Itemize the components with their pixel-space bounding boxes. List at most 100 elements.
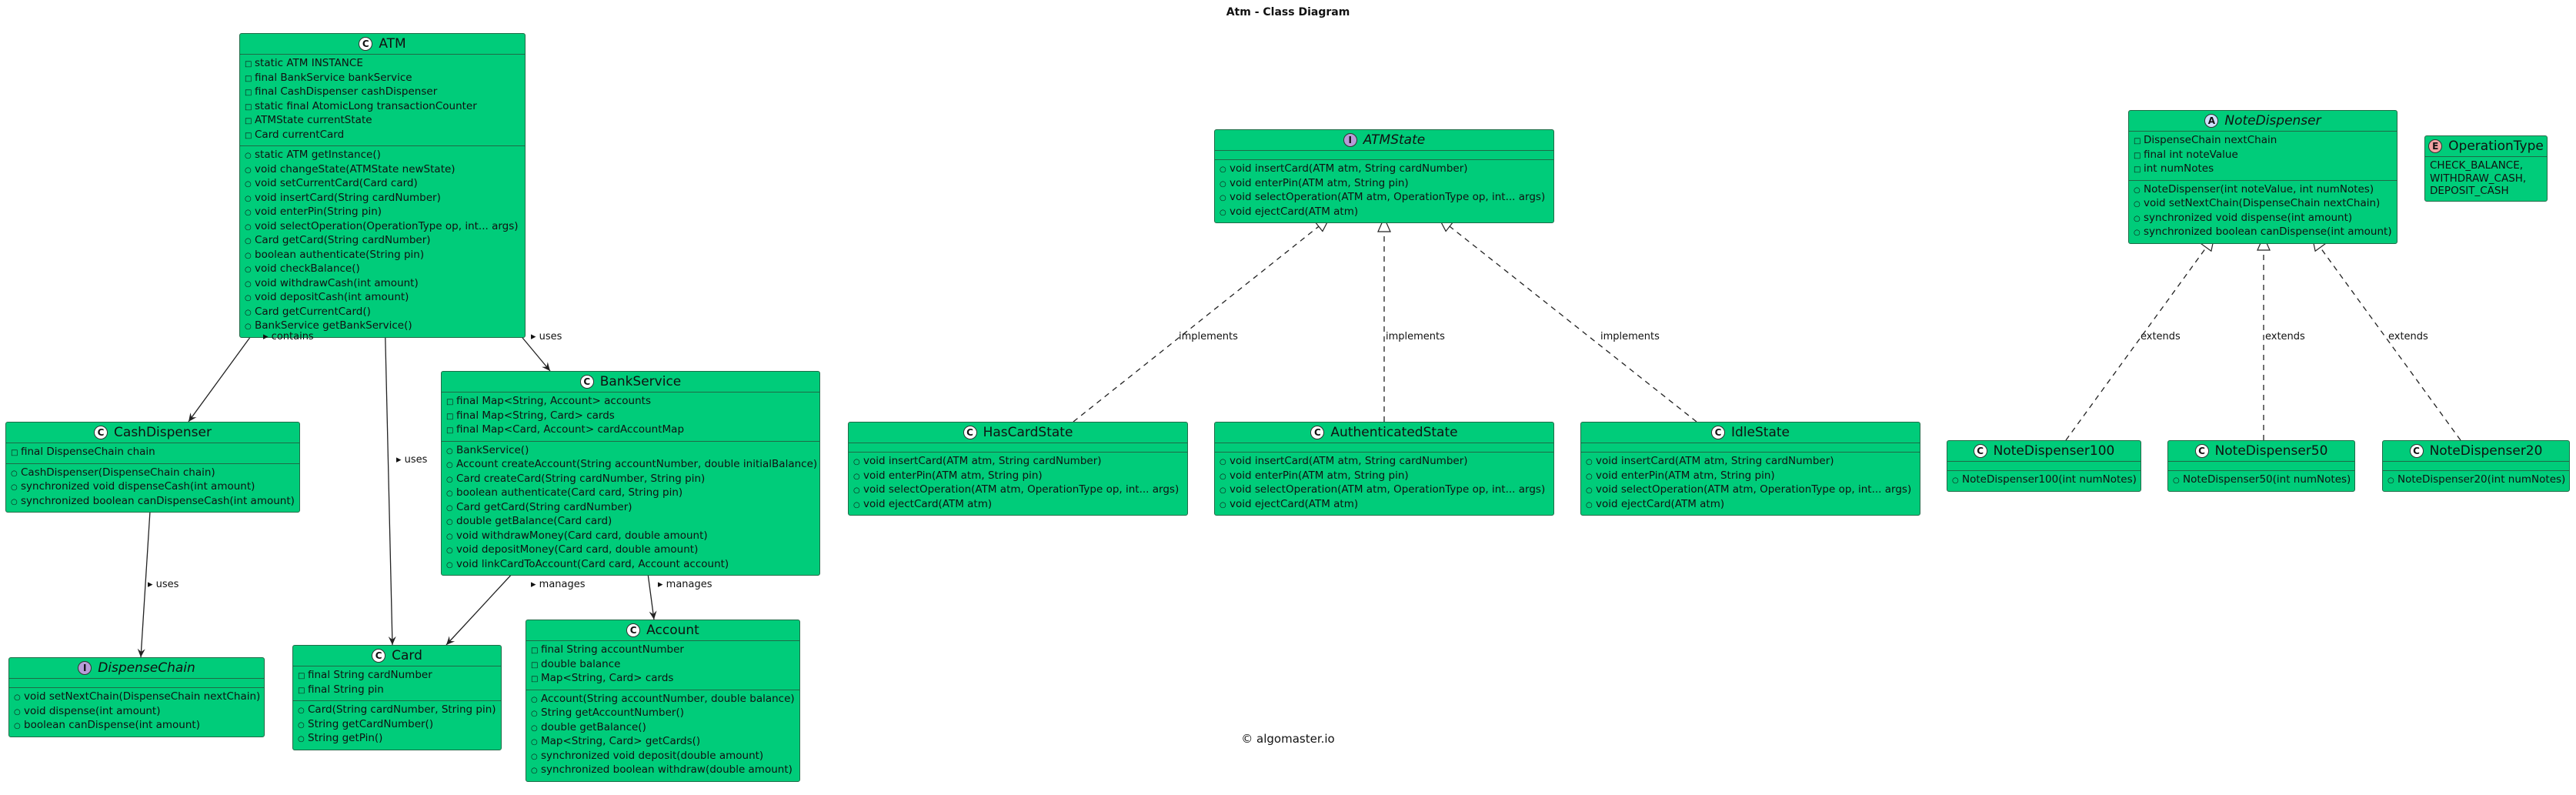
method-row: void selectOperation(ATM atm, OperationT…	[1586, 483, 1915, 498]
class-note-dispenser[interactable]: ANoteDispenserDispenseChain nextChainfin…	[2128, 110, 2397, 244]
field-text: double balance	[541, 657, 621, 670]
method-text: void checkBalance()	[255, 262, 360, 275]
class-methods: NoteDispenser50(int numNotes)	[2168, 471, 2354, 491]
class-idle-state[interactable]: CIdleStatevoid insertCard(ATM atm, Strin…	[1580, 422, 1920, 516]
relation-label-text: implements	[1179, 331, 1238, 342]
public-visibility-icon	[1220, 164, 1227, 177]
private-visibility-icon	[531, 645, 539, 658]
method-text: void selectOperation(ATM atm, OperationT…	[1596, 483, 1912, 496]
class-cash-dispenser[interactable]: CCashDispenserfinal DispenseChain chainC…	[5, 422, 300, 513]
relation-label-text: uses	[155, 579, 179, 590]
field-row: final Map<String, Account> accounts	[446, 395, 815, 409]
method-row: synchronized boolean withdraw(double amo…	[531, 763, 795, 778]
method-text: void ejectCard(ATM atm)	[863, 497, 993, 510]
class-atm[interactable]: CATMstatic ATM INSTANCEfinal BankService…	[239, 33, 526, 338]
public-visibility-icon	[245, 193, 252, 206]
public-visibility-icon	[2387, 475, 2395, 488]
method-text: void selectOperation(ATM atm, OperationT…	[1230, 483, 1546, 496]
public-visibility-icon	[1952, 475, 1960, 488]
class-fields	[2383, 462, 2569, 471]
relation-label-text: extends	[2141, 331, 2181, 342]
field-row: final CashDispenser cashDispenser	[245, 85, 520, 100]
method-text: Card getCard(String cardNumber)	[255, 234, 431, 246]
class-name: IdleState	[1731, 425, 1790, 440]
public-visibility-icon	[853, 471, 861, 484]
class-has-card-state[interactable]: CHasCardStatevoid insertCard(ATM atm, St…	[848, 422, 1188, 516]
public-visibility-icon	[245, 250, 252, 263]
public-visibility-icon	[446, 488, 454, 501]
class-account[interactable]: CAccountfinal String accountNumberdouble…	[526, 620, 800, 782]
field-text: ATMState currentState	[255, 114, 372, 126]
private-visibility-icon	[245, 130, 252, 143]
public-visibility-icon	[531, 751, 539, 764]
public-visibility-icon	[531, 765, 539, 778]
class-methods: static ATM getInstance()void changeState…	[240, 146, 525, 337]
enum-constant-text: CHECK_BALANCE,	[2430, 159, 2524, 172]
class-card[interactable]: CCardfinal String cardNumberfinal String…	[292, 645, 502, 750]
class-stereotype-icon: C	[1310, 426, 1325, 439]
class-fields: static ATM INSTANCEfinal BankService ban…	[240, 55, 525, 146]
field-text: final String cardNumber	[308, 669, 432, 681]
method-text: Card getCard(String cardNumber)	[456, 500, 632, 513]
public-visibility-icon	[2173, 475, 2181, 488]
public-visibility-icon	[1220, 192, 1227, 205]
method-text: double getBalance(Card card)	[456, 515, 612, 527]
private-visibility-icon	[245, 58, 252, 72]
public-visibility-icon	[1220, 485, 1227, 498]
method-text: void changeState(ATMState newState)	[255, 162, 455, 175]
public-visibility-icon	[245, 307, 252, 320]
class-note-dispenser-50[interactable]: CNoteDispenser50NoteDispenser50(int numN…	[2167, 440, 2355, 492]
relation-note-dispenser-100-to-note-dispenser	[2065, 236, 2214, 441]
method-row: void enterPin(ATM atm, String pin)	[853, 469, 1183, 484]
public-visibility-icon	[531, 708, 539, 721]
method-row: synchronized void deposit(double amount)	[531, 750, 795, 764]
direction-arrow-icon: ▸	[263, 331, 272, 342]
public-visibility-icon	[245, 264, 252, 277]
public-visibility-icon	[853, 456, 861, 469]
method-row: NoteDispenser100(int numNotes)	[1952, 473, 2137, 488]
class-atm-state[interactable]: IATMStatevoid insertCard(ATM atm, String…	[1214, 129, 1554, 223]
method-text: Card(String cardNumber, String pin)	[308, 703, 496, 716]
method-row: String getAccountNumber()	[531, 706, 795, 721]
direction-arrow-icon: ▸	[531, 579, 539, 590]
relation-cash-dispenser-to-dispense-chain	[137, 510, 151, 658]
relation-label: implements	[1600, 331, 1660, 342]
method-text: Map<String, Card> getCards()	[541, 735, 701, 747]
diagram-title: Atm - Class Diagram	[1226, 6, 1350, 18]
private-visibility-icon	[245, 115, 252, 129]
class-authenticated-state[interactable]: CAuthenticatedStatevoid insertCard(ATM a…	[1214, 422, 1554, 516]
method-text: void depositCash(int amount)	[255, 291, 409, 303]
enum-constants: CHECK_BALANCE,WITHDRAW_CASH,DEPOSIT_CASH	[2425, 157, 2547, 201]
class-note-dispenser-20[interactable]: CNoteDispenser20NoteDispenser20(int numN…	[2382, 440, 2570, 492]
relation-label-text: implements	[1600, 331, 1660, 342]
public-visibility-icon	[245, 321, 252, 334]
class-fields	[9, 679, 264, 688]
class-bank-service[interactable]: CBankServicefinal Map<String, Account> a…	[441, 371, 820, 576]
enum-constant: DEPOSIT_CASH	[2430, 185, 2542, 198]
class-stereotype-icon: C	[1973, 444, 1987, 458]
method-row: void withdrawMoney(Card card, double amo…	[446, 529, 815, 544]
public-visibility-icon	[853, 499, 861, 513]
class-methods: NoteDispenser(int noteValue, int numNote…	[2129, 181, 2397, 243]
method-text: void setNextChain(DispenseChain nextChai…	[24, 690, 261, 703]
method-text: Account createAccount(String accountNumb…	[456, 458, 818, 470]
method-text: void selectOperation(OperationType op, i…	[255, 219, 519, 232]
method-row: void setCurrentCard(Card card)	[245, 177, 520, 192]
class-fields	[1215, 151, 1553, 160]
method-row: NoteDispenser50(int numNotes)	[2173, 473, 2351, 488]
class-note-dispenser-100[interactable]: CNoteDispenser100NoteDispenser100(int nu…	[1947, 440, 2141, 492]
method-text: double getBalance()	[541, 720, 646, 733]
method-text: synchronized boolean withdraw(double amo…	[541, 763, 792, 776]
method-text: synchronized boolean canDispenseCash(int…	[21, 494, 295, 507]
field-text: static ATM INSTANCE	[255, 57, 363, 69]
class-fields: DispenseChain nextChainfinal int noteVal…	[2129, 132, 2397, 181]
class-methods: void insertCard(ATM atm, String cardNumb…	[1215, 453, 1553, 515]
method-text: String getCardNumber()	[308, 717, 434, 730]
public-visibility-icon	[1586, 471, 1593, 484]
method-text: NoteDispenser(int noteValue, int numNote…	[2144, 182, 2374, 195]
method-text: boolean authenticate(Card card, String p…	[456, 486, 683, 499]
